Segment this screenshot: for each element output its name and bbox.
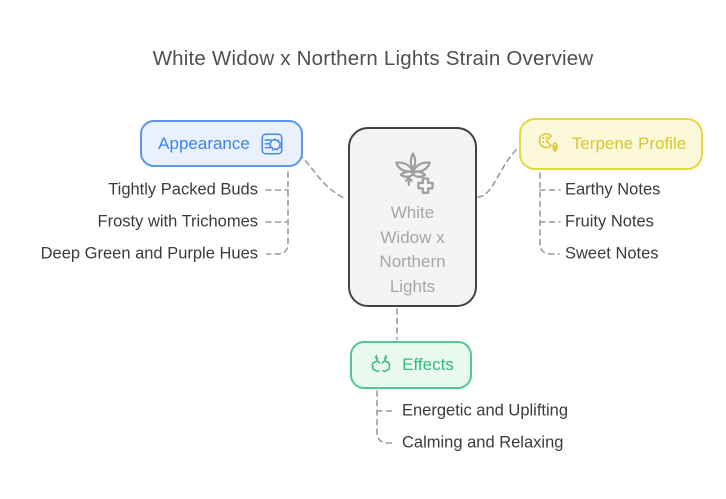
terpene-item-2: Fruity Notes <box>565 212 654 231</box>
terpene-rail <box>539 172 560 255</box>
buds-motion-icon <box>261 132 283 155</box>
appearance-item-1: Tightly Packed Buds <box>108 180 258 199</box>
appearance-rail <box>266 171 289 255</box>
energized-mind-icon <box>371 354 391 373</box>
center-node-label: White Widow x Northern Lights <box>379 203 446 296</box>
appearance-item-3: Deep Green and Purple Hues <box>40 244 258 263</box>
terpene-profile-label: Terpene Profile <box>571 134 687 153</box>
terpene-item-3: Sweet Notes <box>565 244 659 263</box>
terpene-profile-node[interactable]: Terpene Profile <box>519 118 703 170</box>
terpene-item-1: Earthy Notes <box>565 180 661 199</box>
appearance-node[interactable]: Appearance <box>140 120 303 167</box>
center-node[interactable]: White Widow x Northern Lights <box>348 127 477 307</box>
connector-center-to-terpene <box>477 148 518 198</box>
effects-node[interactable]: Effects <box>350 341 472 389</box>
page-title: White Widow x Northern Lights Strain Ove… <box>152 47 594 70</box>
connector-appearance-to-center <box>298 153 347 200</box>
cannabis-leaf-plus-icon <box>394 152 434 194</box>
effects-item-2: Calming and Relaxing <box>402 433 564 452</box>
appearance-label: Appearance <box>158 133 250 153</box>
citrus-hop-icon <box>538 133 558 153</box>
effects-rail <box>376 390 395 444</box>
effects-item-1: Energetic and Uplifting <box>402 401 569 420</box>
effects-label: Effects <box>402 355 454 374</box>
appearance-item-2: Frosty with Trichomes <box>97 212 258 231</box>
